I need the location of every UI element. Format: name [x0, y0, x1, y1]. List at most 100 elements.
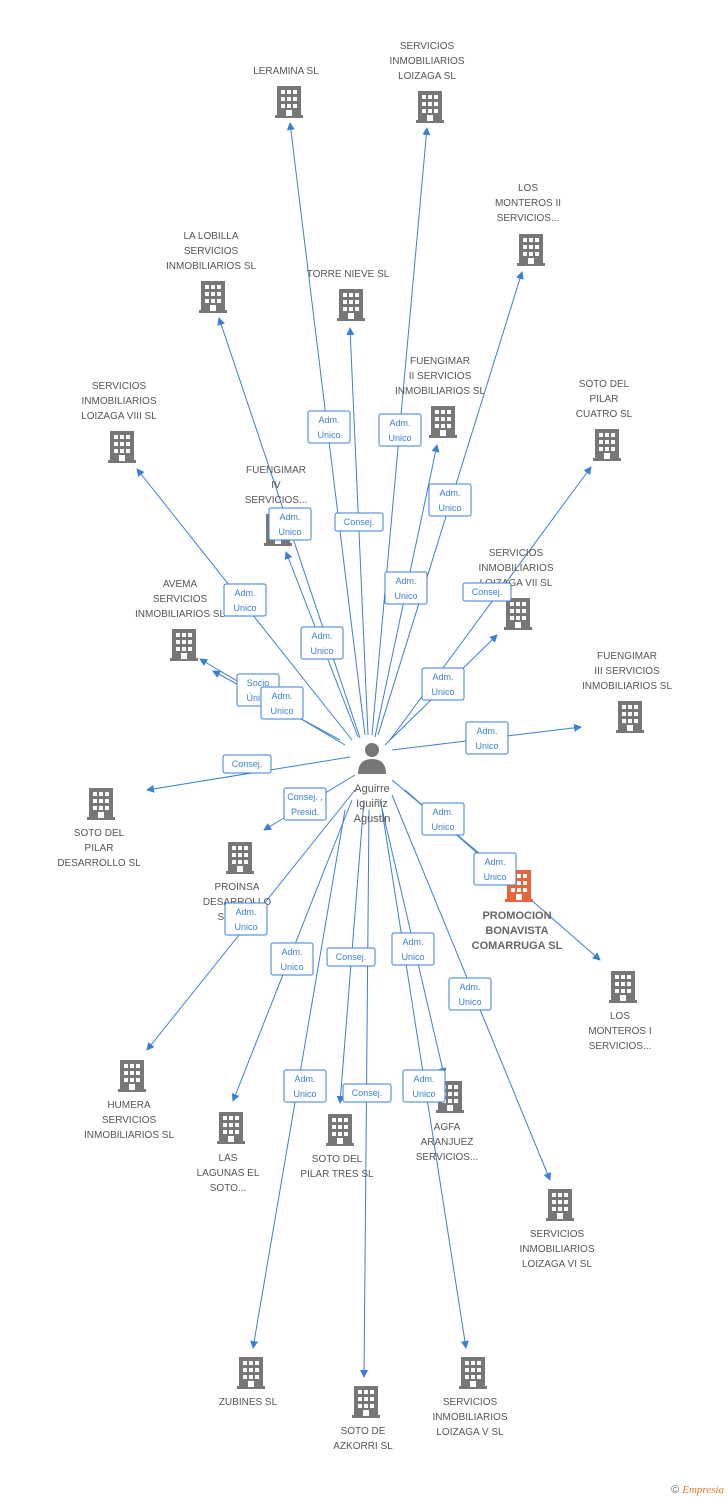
company-name-line: PILAR [590, 394, 619, 405]
role-text: Adm. [235, 907, 256, 917]
role-label-loizaga: Adm.Unico [378, 413, 422, 447]
company-name-line: INMOBILIARIOS [389, 56, 464, 67]
company-name-line: DESARROLLO SL [57, 858, 141, 869]
company-name-line: INMOBILIARIOS SL [395, 386, 485, 397]
company-name-line: INMOBILIARIOS SL [135, 609, 225, 620]
company-name-line: III SERVICIOS [594, 666, 660, 677]
role-label-promocion: Adm.Unico [421, 802, 465, 836]
company-name-line: PROINSA [214, 882, 259, 893]
role-label-humera: Adm. Unico [224, 902, 268, 936]
role-text: Adm. [432, 672, 453, 682]
company-name-line: SOTO DEL [579, 379, 630, 390]
building-icon [118, 1060, 146, 1092]
company-name-line: AGFA [434, 1122, 461, 1133]
company-node-sotopilar4[interactable]: SOTO DEL PILAR CUATRO SL [576, 379, 633, 461]
role-text: Unico [458, 997, 481, 1007]
company-node-fuengimar4[interactable]: FUENGIMARIVSERVICIOS... [245, 465, 308, 546]
role-text: Consej. [336, 952, 367, 962]
role-text: Unico [234, 922, 257, 932]
company-node-torrenieve[interactable]: TORRE NIEVE SL [307, 269, 390, 321]
building-icon [108, 431, 136, 463]
role-label-monteros2: Adm.Unico [428, 483, 472, 517]
role-text: Adm. [402, 937, 423, 947]
role-text: Unico [233, 603, 256, 613]
building-icon [546, 1189, 574, 1221]
role-text: Adm. [271, 691, 292, 701]
role-label-avema: Adm.Unico [260, 686, 304, 720]
role-text: Adm. [279, 512, 300, 522]
role-text: Unico [278, 527, 301, 537]
company-name-line: SOTO... [210, 1183, 247, 1194]
role-text: Unico [475, 741, 498, 751]
company-name-line: LOIZAGA VII SL [480, 578, 553, 589]
role-text: Unico [394, 591, 417, 601]
company-name-line: SERVICIOS... [416, 1152, 479, 1163]
company-name-line: AZKORRI SL [333, 1441, 393, 1452]
company-name-line: FUENGIMAR [246, 465, 306, 476]
building-icon [237, 1357, 265, 1389]
company-name-line: MONTEROS I [588, 1026, 651, 1037]
role-label-agfa: Adm.Unico [391, 932, 435, 966]
role-text: Adm. [413, 1074, 434, 1084]
role-text: Socio [247, 678, 270, 688]
building-icon [170, 629, 198, 661]
role-label-fuengimar2: Adm.Unico [384, 571, 428, 605]
company-name-line: LOS [610, 1011, 630, 1022]
company-name-line: COMARRUGA SL [472, 940, 563, 952]
role-text: Consej. [232, 759, 263, 769]
company-name-line: INMOBILIARIOS [432, 1412, 507, 1423]
building-icon [352, 1386, 380, 1418]
edge-labels-layer: Adm.UnicoAdm.UnicoAdm.UnicoAdm.UnicoCons… [222, 410, 517, 1103]
company-name-line: SERVICIOS [443, 1397, 498, 1408]
building-icon [459, 1357, 487, 1389]
company-name-line: SOTO DEL [312, 1154, 363, 1165]
role-label-leramina: Adm.Unico [307, 410, 351, 444]
role-label-monteros1: Adm.Unico [473, 852, 517, 886]
role-text: Adm. [432, 807, 453, 817]
company-name-line: SERVICIOS... [497, 213, 560, 224]
role-text: Adm. [318, 415, 339, 425]
role-text: Adm. [281, 947, 302, 957]
company-node-zubines[interactable]: ZUBINES SL [219, 1357, 278, 1408]
company-name-line: INMOBILIARIOS [81, 396, 156, 407]
company-name-line: SERVICIOS [153, 594, 208, 605]
company-name-line: INMOBILIARIOS SL [582, 681, 672, 692]
role-text: Adm. [484, 857, 505, 867]
building-icon [226, 842, 254, 874]
role-text: Unico [293, 1089, 316, 1099]
role-label-proinsa: Consej. ,Presid. [283, 787, 327, 821]
company-node-agfa[interactable]: AGFAARANJUEZSERVICIOS... [416, 1081, 479, 1163]
role-text: Unico [438, 503, 461, 513]
company-name-line: LOIZAGA SL [398, 71, 456, 82]
company-name-line: SERVICIOS [489, 548, 544, 559]
company-name-line: TORRE NIEVE SL [307, 269, 390, 280]
company-node-leramina[interactable]: LERAMINA SL [253, 66, 319, 118]
role-text: Adm. [476, 726, 497, 736]
company-name-line: SERVICIOS [184, 246, 239, 257]
company-name-line: CUATRO SL [576, 409, 633, 420]
copyright-symbol: © [671, 1484, 680, 1496]
role-text: Unico [431, 687, 454, 697]
building-icon [593, 429, 621, 461]
role-text: Adm. [389, 418, 410, 428]
company-name-line: HUMERA [107, 1100, 151, 1111]
